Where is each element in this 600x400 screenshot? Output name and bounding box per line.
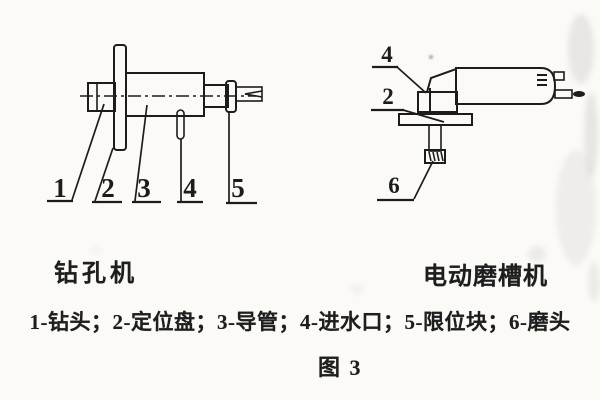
shaft-bit-tip [573,91,585,97]
part-label-3: 3 [137,173,151,203]
drilling-machine-diagram: 1 2 3 4 5 [47,44,263,205]
left-machine-title: 钻孔机 [54,261,138,287]
grinding-head-hatch-3 [436,151,440,162]
part-label-2r: 2 [382,84,394,109]
water-inlet-pin [176,109,185,140]
grinding-head-hatch-1 [428,151,432,162]
part-label-5: 5 [231,173,245,203]
leader-line-3 [134,104,148,202]
leader-line-1 [71,103,105,201]
part-label-2: 2 [101,173,115,203]
leader-line-2r [402,109,445,123]
scan-smudge [350,284,364,294]
shaft-end-cone-upper [244,90,263,95]
leader-line-4r [396,66,427,94]
parts-caption: 1-钻头；2-定位盘；3-导管；4-进水口；5-限位块；6-磨头 [29,310,571,334]
grinding-head-hatch-2 [432,151,436,162]
grinder-shaft [554,89,573,99]
switch-bump [553,71,565,81]
gearbox-block [417,91,458,113]
part-label-6r: 6 [388,173,400,198]
scan-smudge [588,262,600,302]
grinding-head [424,149,446,164]
technical-drawing-canvas: 1 2 3 4 5 [47,42,585,205]
motor-body [455,67,557,105]
leader-line-2 [94,147,114,202]
guide-tube-body [125,72,205,117]
drill-head [87,82,116,112]
grinding-head-hatch-4 [440,151,444,162]
part-label-4r: 4 [381,42,393,67]
groove-grinder-labels: 4 2 6 [371,42,445,202]
right-machine-title: 电动磨槽机 [423,264,548,290]
shaft-end [235,86,263,102]
groove-grinder-diagram: 4 2 6 [371,42,585,202]
spindle [428,124,442,152]
figure-number: 图 3 [318,355,363,380]
drilling-machine-labels: 1 2 3 4 5 [47,103,257,205]
part-label-4: 4 [183,173,197,203]
leader-line-6r [413,160,434,200]
part-label-1: 1 [53,173,67,203]
gearbox-hood [425,67,457,93]
